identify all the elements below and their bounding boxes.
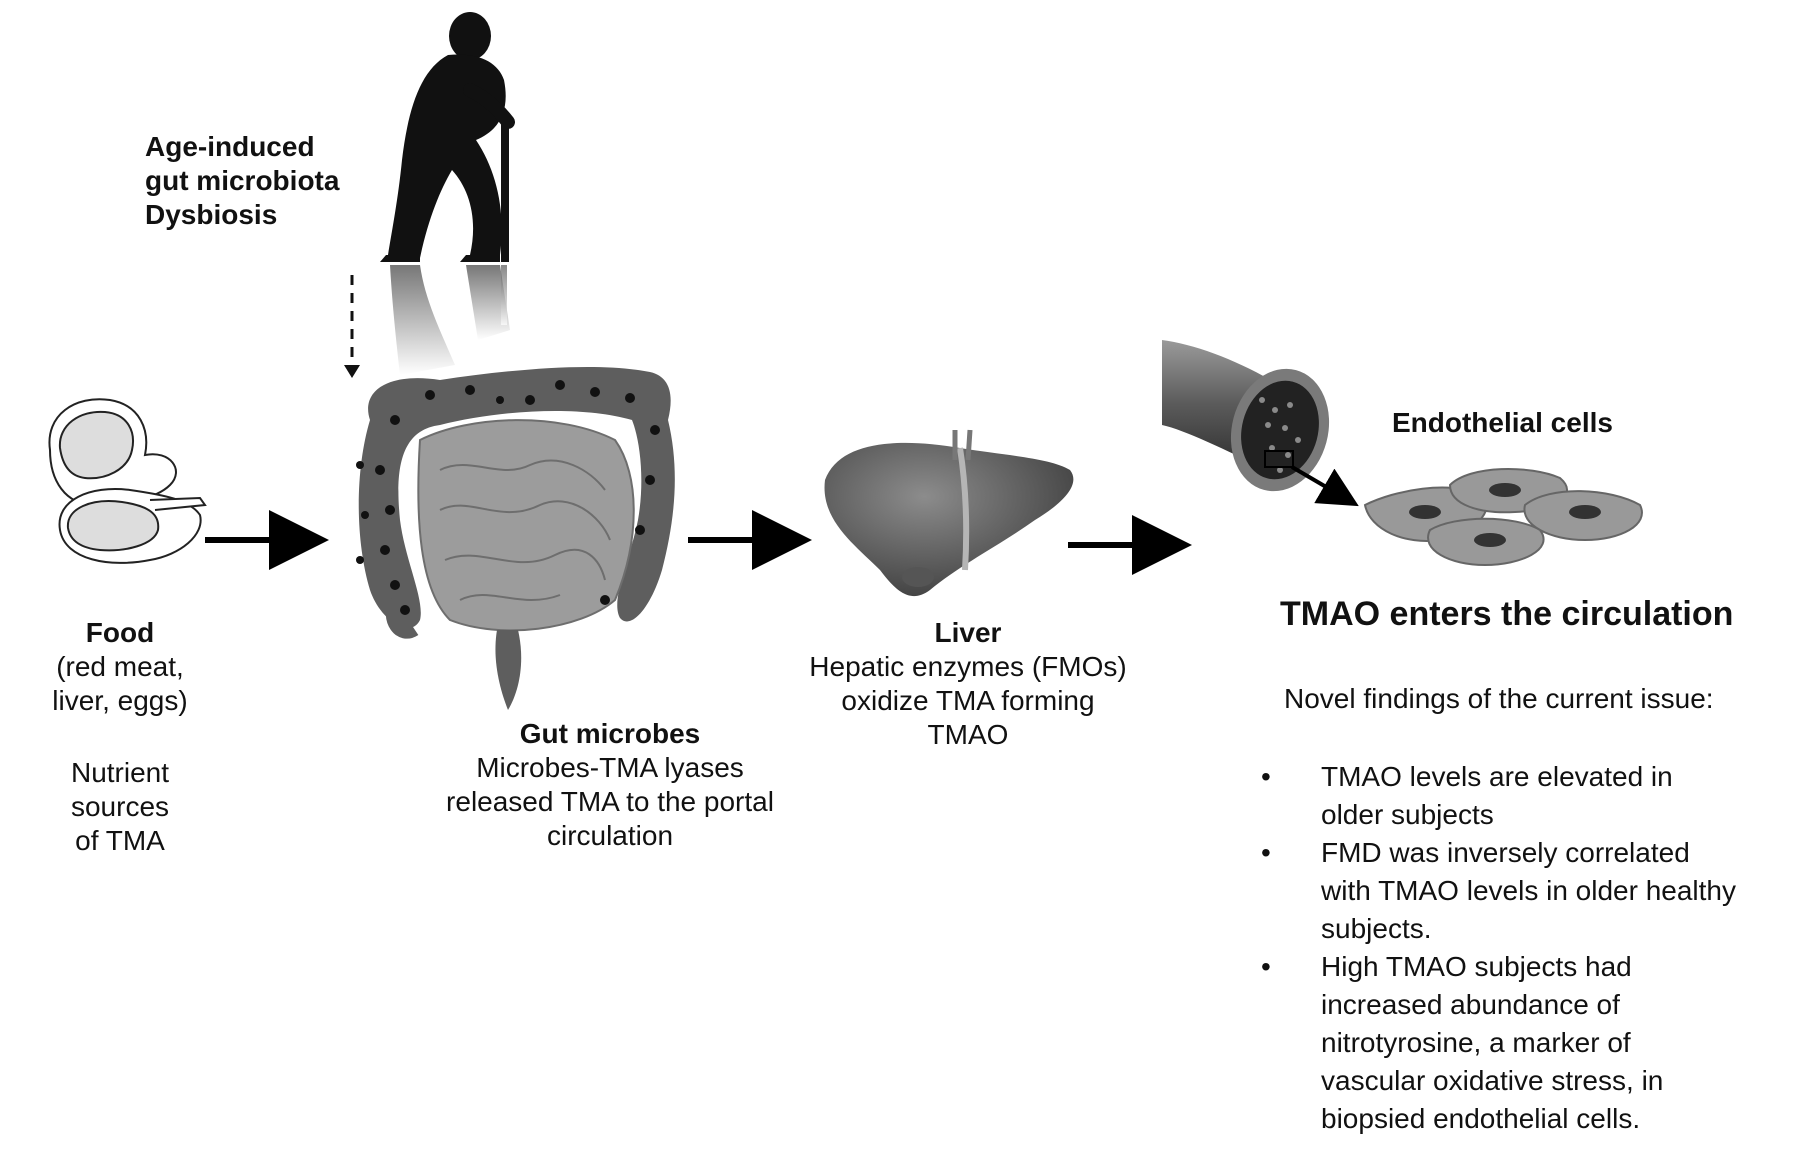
dysbiosis-dashed-arrow — [344, 275, 360, 378]
elderly-person-icon — [380, 12, 515, 375]
gut-title: Gut microbes — [519, 718, 701, 749]
gut-line1: Microbes-TMA lyases — [476, 752, 744, 783]
food-block: Food (red meat, liver, eggs) Nutrient so… — [20, 616, 220, 858]
findings-list: • TMAO levels are elevated in older subj… — [1257, 758, 1797, 1138]
blood-vessel-icon — [1162, 340, 1359, 507]
bullet-marker: • — [1261, 837, 1271, 868]
endothelial-cells-label: Endothelial cells — [1392, 407, 1613, 438]
age-label-line3: Dysbiosis — [145, 199, 278, 230]
food-steak-icon — [48, 398, 207, 564]
gut-line2: released TMA to the portal — [446, 786, 774, 817]
finding-3-line4: vascular oxidative stress, in — [1321, 1065, 1664, 1096]
liver-icon — [824, 429, 1074, 597]
finding-1-line2: older subjects — [1321, 799, 1494, 830]
food-nutrient2: of TMA — [75, 825, 165, 856]
finding-2-line1: FMD was inversely correlated — [1321, 837, 1690, 868]
age-label-line2: gut microbiota — [145, 165, 340, 196]
endothelial-cells-icon — [1363, 467, 1643, 567]
food-title: Food — [85, 617, 155, 648]
food-nutrient1: Nutrient sources — [70, 757, 170, 822]
finding-3-line2: increased abundance of — [1321, 989, 1620, 1020]
finding-3-line1: High TMAO subjects had — [1321, 951, 1632, 982]
liver-line1: Hepatic enzymes (FMOs) — [809, 651, 1127, 682]
finding-item: • High TMAO subjects had increased abund… — [1257, 948, 1797, 1138]
food-line2: liver, eggs) — [52, 685, 188, 716]
findings-intro: Novel findings of the current issue: — [1284, 683, 1714, 714]
gut-block: Gut microbes Microbes-TMA lyases release… — [405, 717, 815, 853]
intestine-icon — [356, 366, 675, 710]
liver-line3: TMAO — [927, 719, 1009, 750]
age-dysbiosis-label: Age-induced gut microbiota Dysbiosis — [145, 130, 339, 232]
finding-item: • FMD was inversely correlated with TMAO… — [1257, 834, 1797, 948]
finding-1-line1: TMAO levels are elevated in — [1321, 761, 1673, 792]
age-label-line1: Age-induced — [145, 131, 315, 162]
bullet-marker: • — [1261, 761, 1271, 792]
bullet-marker: • — [1261, 951, 1271, 982]
finding-3-line5: biopsied endothelial cells. — [1321, 1103, 1641, 1134]
circulation-title: TMAO enters the circulation — [1280, 595, 1734, 633]
finding-2-line2: with TMAO levels in older healthy — [1321, 875, 1736, 906]
liver-line2: oxidize TMA forming — [841, 685, 1095, 716]
liver-title: Liver — [934, 617, 1002, 648]
finding-2-line3: subjects. — [1321, 913, 1432, 944]
liver-block: Liver Hepatic enzymes (FMOs) oxidize TMA… — [768, 616, 1168, 752]
finding-3-line3: nitrotyrosine, a marker of — [1321, 1027, 1631, 1058]
finding-item: • TMAO levels are elevated in older subj… — [1257, 758, 1797, 834]
gut-line3: circulation — [546, 820, 674, 851]
food-line1: (red meat, — [56, 651, 184, 682]
